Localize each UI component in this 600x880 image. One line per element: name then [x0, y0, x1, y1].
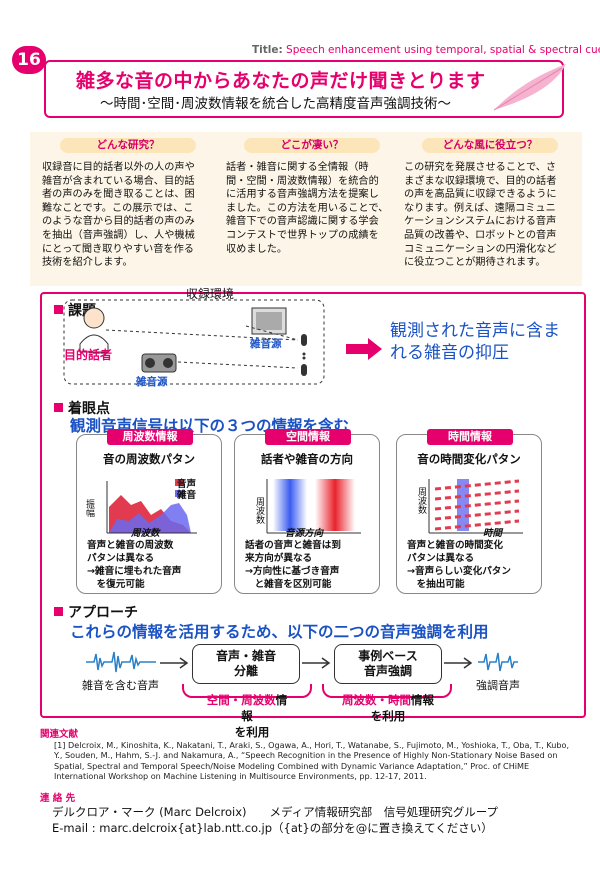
example-based-enhancement-box: 事例ベース 音声強調 — [334, 644, 442, 684]
legend-voice: 音声 — [177, 479, 197, 490]
noise-source-label: 雑音源 — [136, 376, 168, 388]
microphone-icon — [301, 364, 307, 376]
main-content-frame — [40, 292, 586, 718]
input-signal-label: 雑音を含む音声 — [82, 679, 159, 692]
target-speaker-label: 目的話者 — [64, 348, 113, 362]
card-subtitle: 音の時間変化パタン — [417, 452, 521, 466]
tag-frequency-time: 周波数・時間情報 を利用 — [342, 693, 434, 723]
summary-col-what: どんな研究？ 収録音に目的話者以外の人の声や 雑音が含まれている場合、目的話 者… — [42, 138, 212, 270]
card-subtitle: 話者や雑音の方向 — [261, 452, 353, 466]
bracket — [322, 684, 452, 698]
poster-number: 16 — [12, 46, 46, 74]
card-heading: 周波数情報 — [107, 429, 193, 445]
tag-spatial-frequency: 空間・周波数情 報 — [206, 693, 288, 723]
waveform-icon — [86, 651, 156, 673]
contact-email[interactable]: E-mail : marc.delcroix{at}lab.ntt.co.jp（… — [52, 821, 493, 835]
kadai-result: 観測された音声に含まれる雑音の抑圧 — [390, 321, 560, 363]
summary-body: この研究を発展させることで、さ まざまな収録環境で、目的の話者 の声を高品質に収… — [404, 162, 557, 269]
separation-box: 音声・雑音 分離 — [192, 644, 300, 684]
summary-heading: どんな研究？ — [60, 138, 196, 153]
page-title: 雑多な音の中からあなたの声だけ聞きとります — [76, 70, 486, 92]
axis-y-label: 周波数 — [254, 497, 264, 524]
arrow-right-icon — [302, 657, 331, 669]
arrow-right-icon — [444, 657, 473, 669]
contact-name: デルクロア・マーク (Marc Delcroix) メディア情報研究部 信号処理… — [52, 805, 499, 819]
summary-body: 収録音に目的話者以外の人の声や 雑音が含まれている場合、目的話 者の声のみを聞き… — [42, 162, 195, 269]
section-chakugan-heading: 着眼点 — [54, 398, 110, 418]
temporal-graph — [428, 479, 523, 534]
tv-icon — [251, 307, 287, 335]
english-title: Title: Speech enhancement using temporal… — [252, 44, 600, 56]
speaker-person-icon — [79, 307, 109, 353]
radio-icon — [141, 353, 177, 373]
env-label: 収録環境 — [186, 287, 235, 301]
summary-col-great: どこが凄い？ 話者・雑音に関する全情報（時 間・空間・周波数情報）を統合的 に活… — [226, 138, 396, 256]
card-description: 音声と雑音の周波数 パタンは異なる →雑音に埋もれた音声 を復元可能 — [87, 540, 182, 590]
axis-x-label: 音源方向 — [285, 528, 324, 539]
summary-heading: どこが凄い？ — [244, 138, 380, 153]
summary-col-useful: どんな風に役立つ？ この研究を発展させることで、さ まざまな収録環境で、目的の話… — [404, 138, 574, 270]
tag-spatial-frequency-tail: を利用 — [234, 725, 270, 739]
references-heading: 関連文献 — [40, 729, 79, 740]
axis-x-label: 時間 — [483, 528, 503, 539]
waveform-icon — [478, 652, 518, 672]
card-heading: 時間情報 — [427, 429, 513, 445]
frequency-graph — [106, 479, 197, 534]
summary-body: 話者・雑音に関する全情報（時 間・空間・周波数情報）を統合的 に活用する音声強調… — [226, 162, 389, 255]
card-heading: 空間情報 — [265, 429, 351, 445]
arrow-right-icon — [160, 657, 189, 669]
reference-item: [1] Delcroix, M., Kinoshita, K., Nakatan… — [54, 740, 570, 782]
feather-icon — [493, 64, 566, 111]
summary-panel: どんな研究？ 収録音に目的話者以外の人の声や 雑音が含まれている場合、目的話 者… — [30, 132, 582, 286]
arrow-right-icon — [346, 338, 382, 360]
card-temporal: 時間情報 音の時間変化パタン 周波数 時間 音声と雑音の時間変化 パタンは異なる… — [396, 429, 542, 594]
bracket — [182, 684, 312, 698]
page-subtitle: 〜時間･空間･周波数情報を統合した高精度音声強調技術〜 — [100, 96, 451, 112]
section-approach-heading: アプローチ — [54, 602, 138, 622]
title-frame — [44, 60, 564, 118]
card-description: 話者の音声と雑音は到 来方向が異なる →方向性に基づき音声 と雑音を区別可能 — [245, 540, 341, 590]
card-subtitle: 音の周波数パタン — [103, 452, 195, 466]
card-description: 音声と雑音の時間変化 パタンは異なる →音声らしい変化パタン を抽出可能 — [407, 540, 511, 590]
microphone-icon — [301, 334, 307, 346]
summary-heading: どんな風に役立つ？ — [422, 138, 558, 153]
recording-environment-diagram — [63, 299, 325, 385]
output-signal-label: 強調音声 — [476, 679, 520, 692]
card-spatial: 空間情報 話者や雑音の方向 周波数 音源方向 話者の音声と雑音は到 来方向が異な… — [234, 429, 380, 594]
card-frequency: 周波数情報 音の周波数パタン 音声 雑音 振幅 周波数 音声と雑音の周波数 パタ… — [76, 429, 222, 594]
spatial-graph — [266, 479, 361, 534]
noise-source-label: 雑音源 — [250, 338, 282, 350]
legend-noise: 雑音 — [177, 490, 197, 501]
axis-y-label: 周波数 — [416, 487, 426, 514]
approach-lead: これらの情報を活用するため、以下の二つの音声強調を利用 — [70, 623, 489, 641]
axis-x-label: 周波数 — [131, 528, 160, 539]
axis-y-label: 振幅 — [84, 499, 94, 517]
contact-heading: 連 絡 先 — [40, 793, 76, 804]
